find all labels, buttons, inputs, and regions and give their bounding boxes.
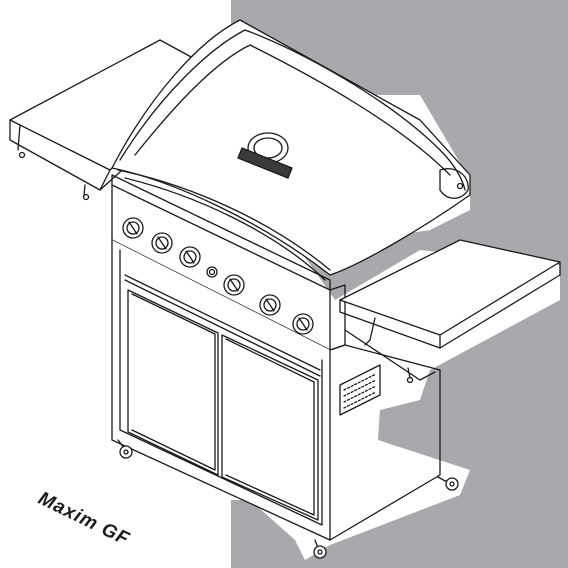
temperature-gauge bbox=[237, 132, 293, 181]
right-side-shelf bbox=[339, 239, 561, 384]
knob-6 bbox=[292, 313, 314, 335]
knob-5 bbox=[259, 294, 281, 316]
igniter-button bbox=[206, 266, 218, 278]
knob-3 bbox=[179, 246, 201, 268]
knob-1 bbox=[122, 217, 144, 239]
caster-front-left bbox=[117, 439, 133, 459]
caster-back-right bbox=[437, 476, 459, 491]
knob-4 bbox=[223, 274, 245, 296]
side-vent bbox=[339, 364, 381, 416]
caster-front-right bbox=[313, 539, 327, 559]
cart-doors bbox=[127, 289, 319, 521]
grill-lid bbox=[111, 19, 471, 281]
knob-2 bbox=[151, 232, 173, 254]
